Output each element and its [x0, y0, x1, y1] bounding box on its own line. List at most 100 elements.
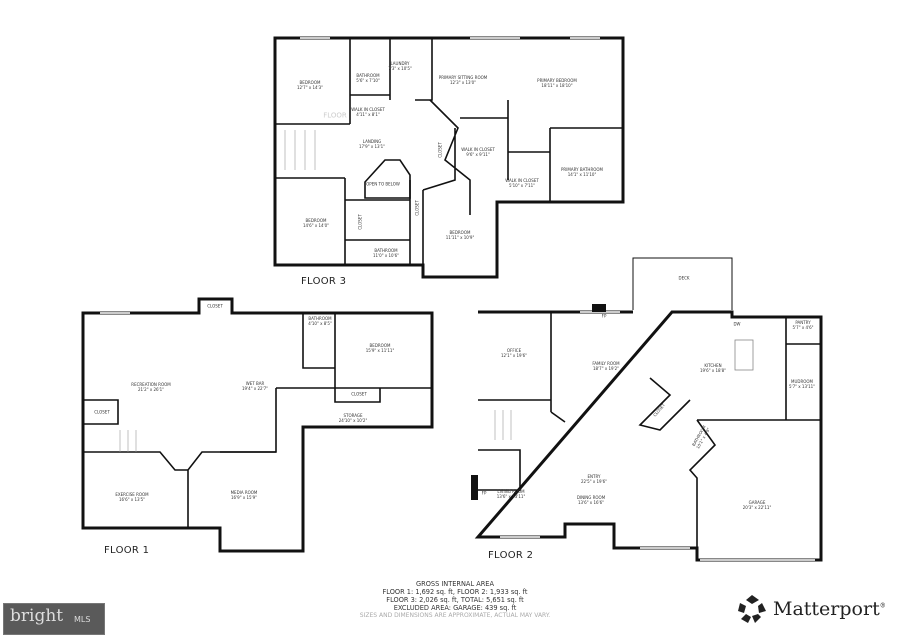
floor1-outline [81, 297, 434, 553]
matterport-wordmark: Matterport® [773, 598, 886, 620]
room-dimensions: 11'11" x 10'9" [445, 235, 475, 240]
room-name: CLOSET [351, 391, 367, 397]
room-dimensions: 4'11" x 8'1" [356, 112, 380, 117]
room-name: PRIMARY BEDROOM [537, 78, 577, 83]
room-dimensions: 21'2" x 26'1" [137, 387, 165, 392]
room-name: BEDROOM [305, 218, 327, 223]
room-name: EXERCISE ROOM [115, 492, 149, 497]
room-name: PANTRY [795, 320, 811, 325]
floor3-outline [273, 36, 625, 279]
room-dimensions: 19'4" x 22'7" [241, 386, 269, 391]
room-dimensions: 16'6" x 13'5" [118, 497, 146, 502]
room-name: CLOSET [357, 214, 363, 230]
room-name: BATHROOM [356, 73, 380, 78]
logo-suffix: MLS [74, 615, 91, 624]
room-dimensions: 5'6" x 7'10" [356, 78, 380, 83]
room-dimensions: 18'7" x 19'2" [592, 366, 620, 371]
floor-1-title: FLOOR 1 [104, 545, 150, 556]
area-line: EXCLUDED AREA: GARAGE: 439 sq. ft [393, 604, 517, 612]
room-dimensions: 11'0" x 10'6" [372, 253, 400, 258]
room-name: PRIMARY BATHROOM [561, 167, 603, 172]
disclaimer: SIZES AND DIMENSIONS ARE APPROXIMATE, AC… [359, 612, 551, 619]
room-dimensions: 13'6" x 16'6" [577, 500, 605, 505]
room-name: WALK IN CLOSET [351, 107, 385, 112]
room-name: OFFICE [506, 348, 522, 353]
room-dimensions: 22'5" x 19'6" [580, 479, 608, 484]
room-name: BEDROOM [299, 80, 321, 85]
room-dimensions: 14'1" x 11'10" [567, 172, 597, 177]
dishwasher-label: DW [733, 321, 741, 327]
room-dimensions: 18'11" x 18'10" [541, 83, 573, 88]
room-label: CLOSET [207, 304, 223, 309]
registered-mark: ® [879, 602, 886, 610]
room-dimensions: 5'10" x 7'11" [508, 183, 536, 188]
deck-outline [632, 257, 733, 310]
room-name: PRIMARY SITTING ROOM [438, 75, 488, 80]
room-dimensions: 4'10" x 8'5" [308, 321, 332, 326]
floor2-outline [474, 310, 823, 562]
room-dimensions: 15'9" x 11'11" [365, 348, 395, 353]
room-dimensions: 12'1" x 19'6" [500, 353, 528, 358]
brand-name: Matterport [773, 598, 880, 620]
area-heading: GROSS INTERNAL AREA [416, 580, 494, 588]
room-name: CLOSET [207, 303, 223, 309]
floor-2-title: FLOOR 2 [488, 550, 534, 561]
room-name: BATHROOM [308, 316, 332, 321]
room-dimensions: 16'9" x 15'9" [230, 495, 258, 500]
room-dimensions: 24'10" x 10'2" [338, 418, 368, 423]
room-name: CLOSET [94, 409, 110, 415]
room-name: BEDROOM [449, 230, 471, 235]
room-name: BEDROOM [369, 343, 391, 348]
room-dimensions: 5'7" x 4'6" [792, 325, 814, 330]
room-name: WALK IN CLOSET [505, 178, 539, 183]
room-dimensions: 5'7" x 13'11" [788, 384, 816, 389]
floor2-interior-walls [478, 312, 821, 548]
area-line: FLOOR 3: 2,026 sq. ft, TOTAL: 5,651 sq. … [386, 596, 524, 604]
room-label: CLOSET [351, 392, 367, 397]
fireplace-icon [592, 304, 606, 312]
room-name: GARAGE [748, 500, 766, 505]
floor-3-title: FLOOR 3 [301, 276, 347, 287]
room-name: LIVING ROOM [497, 489, 525, 494]
room-name: WET BAR [245, 381, 265, 386]
room-label: CLOSET [94, 410, 110, 415]
room-dimensions: 12'3" x 13'0" [449, 80, 477, 85]
room-label: CLOSET [358, 214, 363, 230]
floor3-interior-walls [275, 38, 623, 277]
kitchen-island [734, 339, 754, 371]
area-line: FLOOR 1: 1,692 sq. ft, FLOOR 2: 1,933 sq… [382, 588, 528, 596]
room-dimensions: 20'3" x 22'11" [742, 505, 772, 510]
bright-mls-logo: bright MLS [3, 603, 105, 635]
room-dimensions: 13'6" x 13'11" [496, 494, 526, 499]
room-name: RECREATION ROOM [131, 382, 171, 387]
room-label: CLOSET [438, 142, 443, 158]
room-dimensions: 19'6" x 18'8" [699, 368, 727, 373]
room-dimensions: 17'9" x 13'1" [358, 144, 386, 149]
